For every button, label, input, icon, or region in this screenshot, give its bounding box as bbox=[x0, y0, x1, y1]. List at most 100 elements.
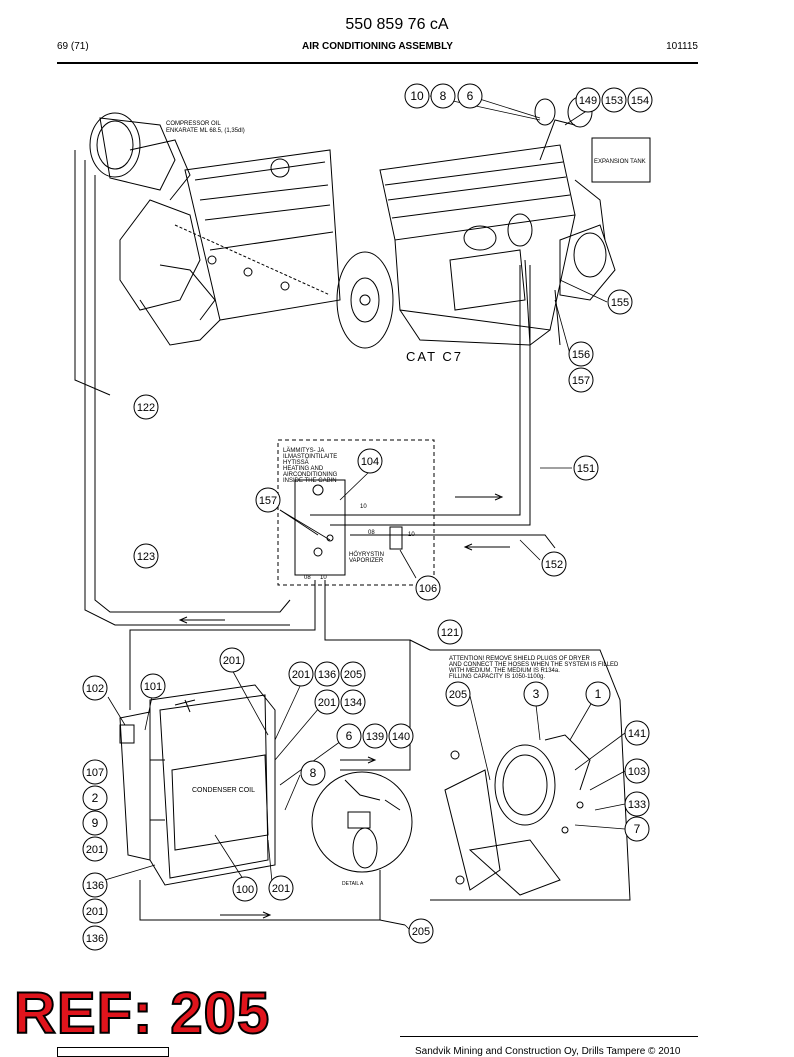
callout-label: 107 bbox=[86, 767, 104, 779]
footer-copyright: Sandvik Mining and Construction Oy, Dril… bbox=[415, 1046, 681, 1057]
callout-label: 157 bbox=[572, 375, 590, 387]
callout-201: 201 bbox=[219, 647, 245, 673]
callout-201: 201 bbox=[314, 689, 340, 715]
callout-label: 136 bbox=[86, 933, 104, 945]
detail-label: DETAIL A bbox=[342, 881, 364, 887]
callout-139: 139 bbox=[362, 723, 388, 749]
cabin-note-2: ILMASTOINTILAITE bbox=[283, 454, 337, 460]
callout-label: 104 bbox=[361, 456, 379, 468]
callout-label: 6 bbox=[346, 729, 353, 743]
condenser-drawing bbox=[119, 684, 276, 886]
callout-123: 123 bbox=[133, 543, 159, 569]
callout-101: 101 bbox=[140, 673, 166, 699]
callout-100: 100 bbox=[232, 876, 258, 902]
callout-label: 149 bbox=[579, 95, 597, 107]
vaporizer-note-1: HÖYRYSTIN bbox=[349, 551, 384, 558]
vaporizer-note-2: VAPORIZER bbox=[349, 558, 384, 564]
callout-label: 154 bbox=[631, 95, 649, 107]
callout-label: 201 bbox=[223, 655, 241, 667]
callout-102: 102 bbox=[82, 675, 108, 701]
pipe-size-label: 08 bbox=[368, 530, 375, 536]
callout-6: 6 bbox=[457, 83, 483, 109]
page-number: 69 (71) bbox=[57, 41, 89, 52]
callout-152: 152 bbox=[541, 551, 567, 577]
callout-label: 205 bbox=[449, 689, 467, 701]
callout-label: 152 bbox=[545, 559, 563, 571]
pipe-size-label: 10 bbox=[320, 575, 327, 581]
callout-label: 106 bbox=[419, 583, 437, 595]
callout-133: 133 bbox=[624, 791, 650, 817]
leader-lines bbox=[94, 95, 626, 931]
callout-156: 156 bbox=[568, 341, 594, 367]
callout-label: 205 bbox=[412, 926, 430, 938]
callout-151: 151 bbox=[573, 455, 599, 481]
callout-7: 7 bbox=[624, 816, 650, 842]
callout-label: 201 bbox=[272, 883, 290, 895]
callout-label: 121 bbox=[441, 627, 459, 639]
callout-label: 122 bbox=[137, 402, 155, 414]
cabin-box bbox=[277, 439, 435, 586]
callout-8: 8 bbox=[300, 760, 326, 786]
callout-label: 205 bbox=[344, 669, 362, 681]
attention-note-2: AND CONNECT THE HOSES WHEN THE SYSTEM IS… bbox=[449, 662, 619, 668]
callout-122: 122 bbox=[133, 394, 159, 420]
callout-label: 100 bbox=[236, 884, 254, 896]
document-code: 550 859 76 cA bbox=[345, 16, 449, 33]
callout-153: 153 bbox=[601, 87, 627, 113]
callout-134: 134 bbox=[340, 689, 366, 715]
condenser-label: CONDENSER COIL bbox=[192, 787, 255, 794]
callout-157: 157 bbox=[568, 367, 594, 393]
callout-201: 201 bbox=[82, 898, 108, 924]
callout-label: 8 bbox=[310, 766, 317, 780]
callout-6: 6 bbox=[336, 723, 362, 749]
callout-155: 155 bbox=[607, 289, 633, 315]
callout-label: 140 bbox=[392, 731, 410, 743]
callout-141: 141 bbox=[624, 720, 650, 746]
vaporizer-unit bbox=[294, 479, 346, 576]
callout-label: 201 bbox=[86, 906, 104, 918]
callout-label: 103 bbox=[628, 766, 646, 778]
expansion-valve bbox=[389, 526, 403, 550]
callout-157: 157 bbox=[255, 487, 281, 513]
callout-201: 201 bbox=[82, 836, 108, 862]
callout-154: 154 bbox=[627, 87, 653, 113]
engine-label: CAT C7 bbox=[406, 349, 463, 364]
callout-label: 102 bbox=[86, 683, 104, 695]
callout-label: 201 bbox=[86, 844, 104, 856]
callout-label: 157 bbox=[259, 495, 277, 507]
compressor-note-1: COMPRESSOR OIL bbox=[166, 121, 221, 127]
callout-8: 8 bbox=[430, 83, 456, 109]
callout-label: 9 bbox=[92, 816, 99, 830]
callout-label: 153 bbox=[605, 95, 623, 107]
callout-label: 134 bbox=[344, 697, 362, 709]
callout-136: 136 bbox=[82, 872, 108, 898]
callout-label: 151 bbox=[577, 463, 595, 475]
callout-label: 6 bbox=[467, 89, 474, 103]
callout-label: 141 bbox=[628, 728, 646, 740]
refrigerant-lines bbox=[74, 150, 556, 926]
pipe-size-label: 10 bbox=[360, 504, 367, 510]
pipe-size-label: 08 bbox=[304, 575, 311, 581]
attention-note-1: ATTENTION! REMOVE SHIELD PLUGS OF DRYER bbox=[449, 656, 590, 662]
callout-121: 121 bbox=[437, 619, 463, 645]
callout-9: 9 bbox=[82, 810, 108, 836]
callout-107: 107 bbox=[82, 759, 108, 785]
attention-note-3: WITH MEDIUM. THE MEDIUM IS R134a. bbox=[449, 668, 560, 674]
callout-103: 103 bbox=[624, 758, 650, 784]
callout-104: 104 bbox=[357, 448, 383, 474]
expansion-tank-label: EXPANSION TANK bbox=[594, 159, 646, 165]
bracket-drawing bbox=[430, 649, 631, 901]
callout-10: 10 bbox=[404, 83, 430, 109]
callout-label: 3 bbox=[533, 687, 540, 701]
callout-201: 201 bbox=[268, 875, 294, 901]
pipe-size-label: 10 bbox=[408, 532, 415, 538]
callout-label: 201 bbox=[318, 697, 336, 709]
brand-logo bbox=[57, 1047, 169, 1057]
callout-label: 8 bbox=[440, 89, 447, 103]
cabin-note-5: AIRCONDITIONING bbox=[283, 472, 338, 478]
callout-label: 139 bbox=[366, 731, 384, 743]
callout-label: 1 bbox=[595, 687, 602, 701]
callout-205: 205 bbox=[445, 681, 471, 707]
